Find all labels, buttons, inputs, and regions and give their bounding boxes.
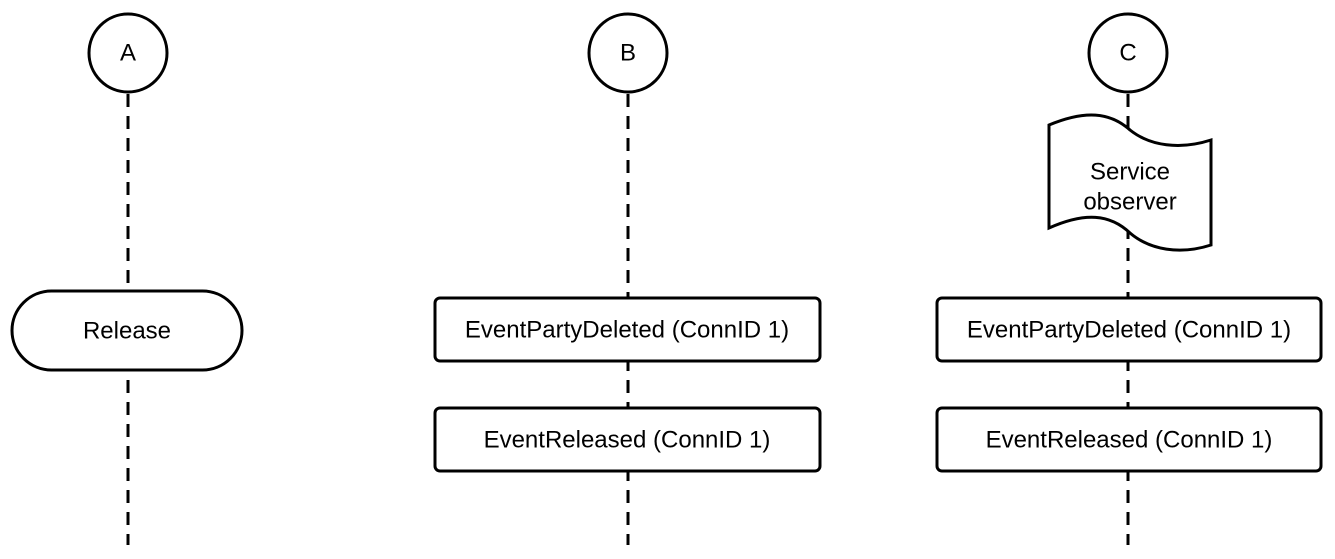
c-event-party-deleted-label: EventPartyDeleted (ConnID 1) xyxy=(967,317,1291,344)
b-event-released-box xyxy=(433,406,822,473)
participant-b-circle xyxy=(587,12,669,94)
c-event-released-label: EventReleased (ConnID 1) xyxy=(986,427,1273,454)
participant-c-label: C xyxy=(1119,40,1136,67)
participant-a: A xyxy=(87,12,169,94)
service-observer-line1: Service xyxy=(1090,159,1170,186)
participant-c-circle xyxy=(1087,12,1169,94)
b-event-party-deleted-label: EventPartyDeleted (ConnID 1) xyxy=(465,317,789,344)
service-observer-shape xyxy=(1047,113,1213,252)
b-event-released: EventReleased (ConnID 1) xyxy=(433,406,822,473)
release-action-shape xyxy=(10,289,244,372)
release-action-label: Release xyxy=(83,318,171,345)
c-event-released-box xyxy=(935,406,1323,473)
c-event-party-deleted-box xyxy=(935,296,1323,363)
service-observer-line2: observer xyxy=(1083,189,1176,216)
b-event-released-label: EventReleased (ConnID 1) xyxy=(484,427,771,454)
participant-a-circle xyxy=(87,12,169,94)
participant-b-label: B xyxy=(620,40,636,67)
service-observer-note: Service observer xyxy=(1047,113,1213,252)
c-event-party-deleted: EventPartyDeleted (ConnID 1) xyxy=(935,296,1323,363)
release-action: Release xyxy=(10,289,244,372)
b-event-party-deleted-box xyxy=(433,296,822,363)
b-event-party-deleted: EventPartyDeleted (ConnID 1) xyxy=(433,296,822,363)
participant-b: B xyxy=(587,12,669,94)
participant-a-label: A xyxy=(120,40,136,67)
participant-c: C xyxy=(1087,12,1169,94)
c-event-released: EventReleased (ConnID 1) xyxy=(935,406,1323,473)
